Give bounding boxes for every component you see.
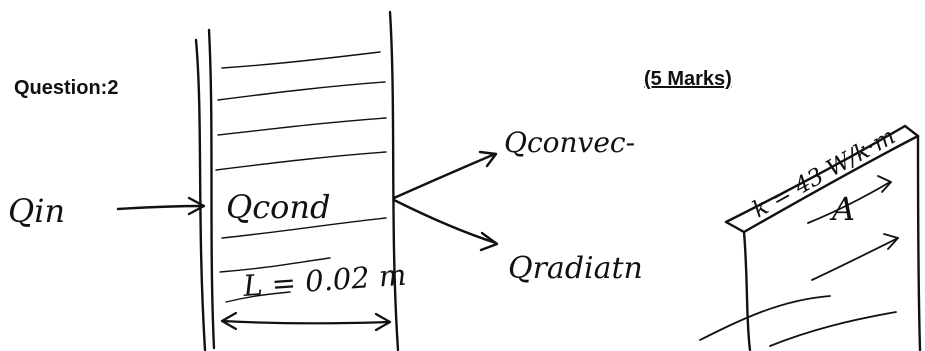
conductivity-label: k = 43 W/k·m (748, 123, 900, 223)
wall-right-edge (388, 10, 400, 351)
area-label: A (829, 190, 855, 228)
wall-left-edge (194, 38, 207, 351)
thickness-dimension-line (220, 319, 392, 325)
q-convec-arrowhead (478, 150, 498, 168)
wall-left-edge-inner (207, 28, 216, 350)
q-in-label: Qin (8, 192, 65, 230)
q-convec-arrow (392, 152, 497, 200)
q-convec-label: Qconvec- (504, 126, 635, 159)
thickness-label: L = 0.02 m (241, 258, 407, 303)
q-cond-label: Qcond (226, 188, 331, 226)
q-radiation-arrow (392, 198, 498, 245)
q-radiation-arrowhead (479, 231, 499, 252)
q-radiation-label: Qradiatn (508, 251, 643, 286)
q-in-arrow (116, 204, 205, 211)
question-title: Question:2 (14, 77, 119, 99)
thickness-arrowhead-left (220, 311, 238, 331)
q-in-arrowhead (187, 196, 206, 216)
slab-sketch (699, 124, 922, 351)
wall-hatching (215, 51, 387, 303)
thickness-arrowhead-right (374, 312, 392, 332)
marks-label: (5 Marks) (644, 68, 732, 90)
